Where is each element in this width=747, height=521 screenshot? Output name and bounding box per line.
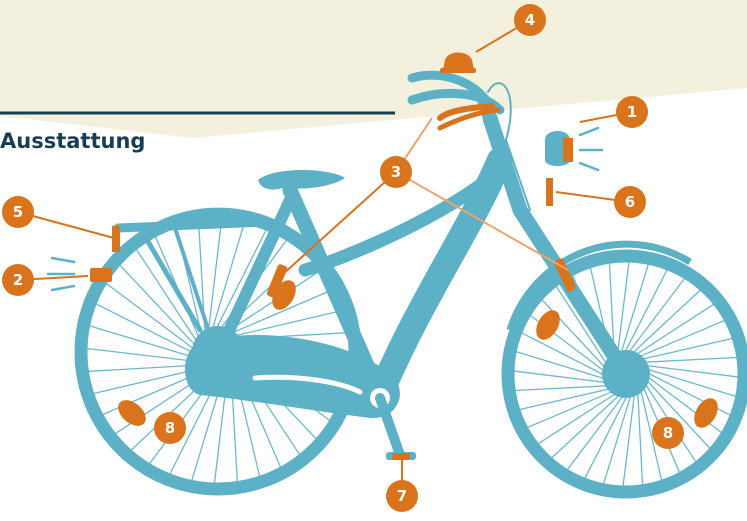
callout-badge-7: 7: [386, 480, 418, 512]
spoke: [96, 304, 198, 356]
spoke: [208, 221, 221, 335]
spoke: [231, 310, 342, 336]
callout-label: 2: [13, 271, 23, 289]
spoke: [106, 284, 198, 352]
callout-badge-4: 4: [514, 4, 546, 36]
spoke-reflector: [689, 394, 722, 432]
callout-label: 8: [663, 424, 673, 442]
spoke-reflector: [113, 395, 150, 431]
spoke: [638, 388, 643, 485]
diagram-title: Ausstattung: [0, 127, 145, 155]
pedal-reflector: [392, 453, 410, 460]
spoke: [640, 357, 737, 362]
spoke: [585, 392, 629, 478]
callout-label: 6: [625, 193, 635, 211]
callout-label: 8: [165, 419, 175, 437]
spoke: [638, 338, 733, 360]
spoke: [623, 390, 635, 486]
callout-badge-8-front: 8: [652, 417, 684, 449]
spoke: [136, 249, 199, 345]
spoke: [90, 326, 200, 359]
spoke: [87, 349, 201, 362]
callout-badge-5: 5: [2, 196, 34, 228]
callout-badge-1: 1: [616, 96, 648, 128]
spoke: [623, 270, 667, 356]
spoke: [515, 386, 612, 391]
spoke: [567, 392, 626, 469]
saddle: [258, 170, 345, 190]
callout-badge-2: 2: [2, 264, 34, 296]
spoke: [520, 388, 615, 410]
callout-label: 4: [525, 11, 535, 29]
callout-label: 1: [627, 103, 637, 121]
spoke: [642, 365, 738, 377]
callout-badge-3: 3: [380, 156, 412, 188]
front-light: [545, 128, 602, 170]
spoke: [626, 279, 685, 356]
callout-label: 5: [13, 203, 23, 221]
front-reflector: [546, 178, 553, 206]
callout-badge-6: 6: [614, 186, 646, 218]
callout-label: 3: [391, 163, 401, 181]
callout-badge-8-rear: 8: [154, 412, 186, 444]
spoke: [617, 262, 629, 358]
spoke: [514, 371, 610, 383]
callout-label: 7: [397, 487, 407, 505]
rear-reflector: [112, 226, 120, 252]
